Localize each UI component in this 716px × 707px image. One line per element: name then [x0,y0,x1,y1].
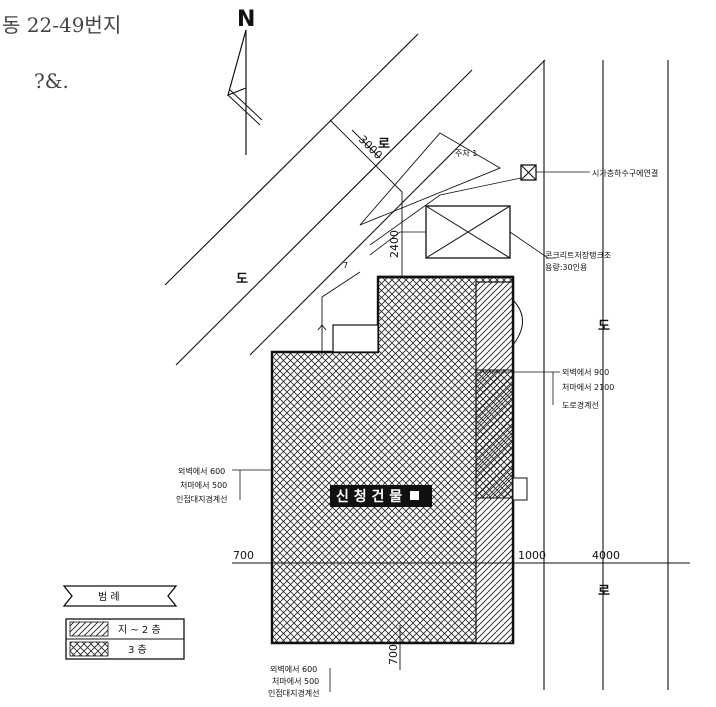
dimension-3000 [329,119,403,193]
diagonal-road [164,33,546,366]
building-outline [270,275,528,645]
setback-left-1: 외벽에서 600 [178,466,225,476]
dimension-700-left: 700 [233,549,254,562]
road-label-right-2: 로 [598,584,610,599]
building-label-marker [410,491,419,500]
setback-right-1: 외벽에서 900 [562,367,609,377]
legend: 범 례 지 ~ 2 층 3 층 [62,585,185,660]
legend-swatch-crosshatch [69,641,109,657]
setback-bottom-1: 외벽에서 600 [270,664,317,674]
dimension-2400-label: 2400 [388,230,401,258]
building-label: 신 청 건 물 [336,488,402,505]
legend-item-1: 지 ~ 2 층 [118,624,161,636]
dimension-1000: 1000 [518,549,546,562]
handwritten-address: 동 22-49번지 [2,13,121,37]
legend-item-2: 3 층 [128,644,147,656]
parking-area [359,132,502,226]
setback-bottom-2: 처마에서 500 [272,677,319,686]
dimension-700-bottom: 700 [387,644,400,665]
mark-7: 7 [343,261,348,270]
handwritten-note: ?&. [34,69,69,93]
septic-tank [425,205,511,259]
setback-left-3: 인접대지경계선 [176,494,228,504]
setback-right-2: 처마에서 2100 [562,383,614,392]
setback-bottom-3: 인접대지경계선 [268,688,320,698]
manhole-icon [520,164,537,181]
north-label: N [237,7,255,32]
dimension-4000: 4000 [592,549,620,562]
tank-label-1: 콘크리트저장탱크조 [545,250,611,260]
drain-pipe [317,271,361,355]
parking-label: 주차 1 [455,149,477,158]
road-label-right-1: 도 [598,319,610,334]
manhole-label: 시가층하수구에연결 [592,168,658,178]
tank-label-2: 용량:30인용 [545,262,587,272]
north-arrow-icon: N [227,7,263,155]
setback-right-3: 도로경계선 [562,400,599,410]
road-label-diagonal-1: 도 [236,272,248,287]
legend-title: 범 례 [98,591,120,603]
setback-left-2: 처마에서 500 [180,481,227,490]
road-label-diagonal-2: 로 [378,137,390,152]
building-label-box [330,485,432,507]
right-road [543,60,669,690]
legend-swatch-diagonal [69,621,109,637]
